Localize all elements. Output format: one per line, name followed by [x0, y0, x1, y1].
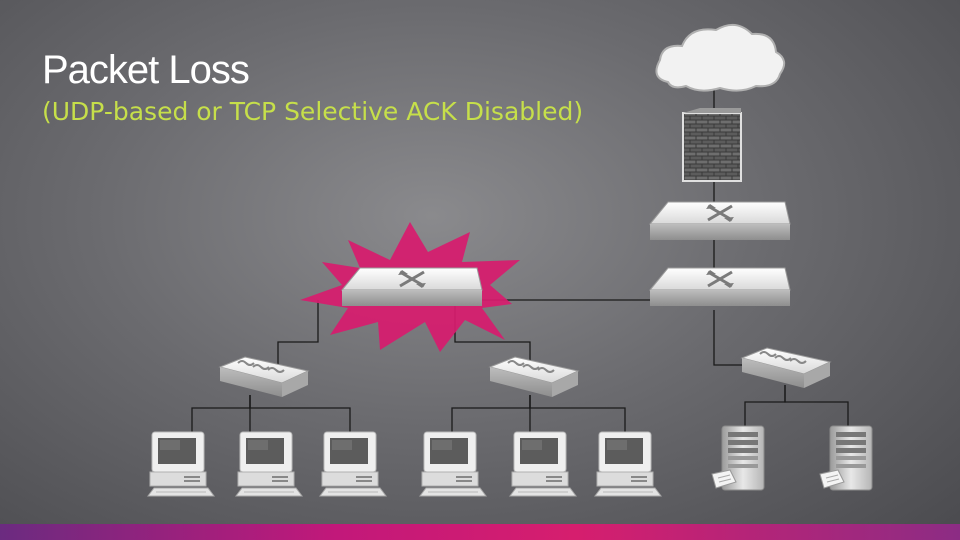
computer-icon — [419, 431, 487, 497]
bottom-accent-bar — [0, 524, 960, 540]
page-title: Packet Loss — [42, 48, 250, 92]
computer-icon — [235, 431, 303, 497]
page-subtitle: (UDP-based or TCP Selective ACK Disabled… — [42, 97, 584, 126]
computer-icon — [319, 431, 387, 497]
computer-icon — [594, 431, 662, 497]
hub-icon — [741, 347, 831, 389]
core-switch-icon — [648, 266, 792, 308]
router-icon — [648, 200, 792, 242]
firewall-icon — [682, 108, 742, 182]
computer-icon — [509, 431, 577, 497]
hub-icon — [489, 356, 579, 398]
server-icon — [819, 425, 873, 491]
server-icon — [711, 425, 765, 491]
cloud-icon — [655, 23, 786, 92]
computer-icon — [147, 431, 215, 497]
switch-icon — [340, 266, 484, 308]
hub-icon — [219, 356, 309, 398]
